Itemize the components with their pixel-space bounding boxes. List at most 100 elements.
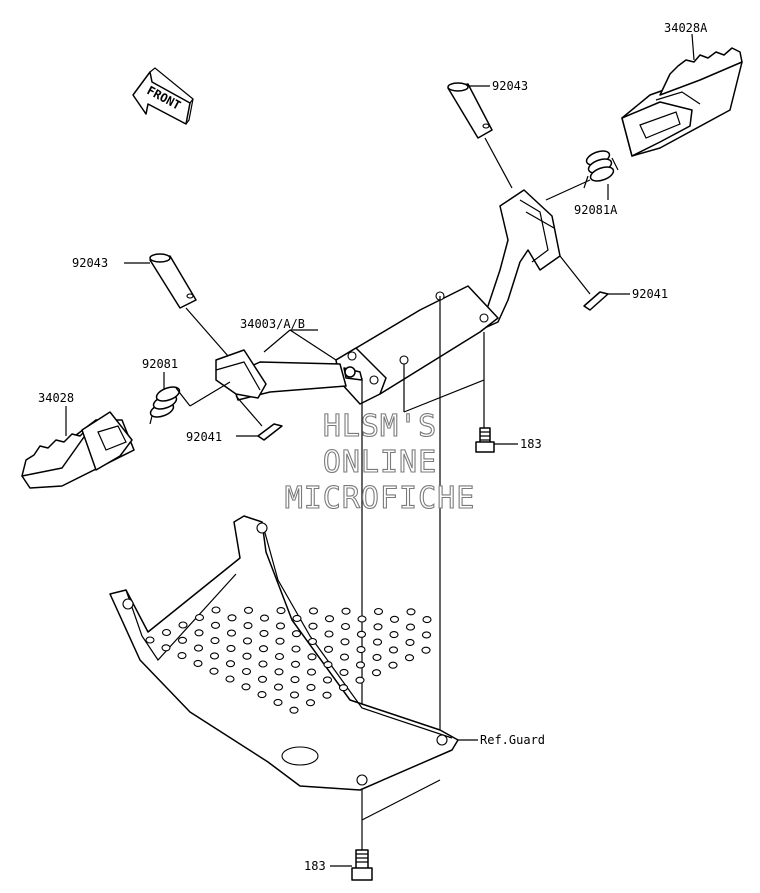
perforation-hole [404,654,415,662]
perforation-hole [145,636,155,644]
perforation-hole [274,652,285,661]
watermark-line-2: ONLINE [323,445,437,480]
pin-92043-left [149,253,197,309]
perforation-hole [193,659,203,667]
perforation-hole [226,629,237,637]
perforation-hole [177,636,188,644]
label-92081: 92081 [142,357,178,371]
perforation-hole [289,706,299,714]
perforation-hole [322,691,332,699]
perforation-hole [340,622,351,631]
perforation-hole [373,623,383,631]
footpeg-34028 [21,411,135,489]
perforation-hole [306,668,317,676]
perforation-hole [305,699,316,707]
perforation-hole [405,623,416,631]
perforation-hole [275,622,286,630]
perforation-hole [243,622,253,630]
perforation-hole [161,628,172,637]
perforation-hole [291,630,302,638]
perforation-hole [292,614,302,622]
label-92043-left: 92043 [72,256,108,270]
perforation-hole [257,691,267,699]
perforation-hole [210,621,221,629]
perforation-hole [307,637,318,646]
perforation-hole [421,631,432,639]
perforation-hole [258,645,269,653]
label-92041-right: 92041 [632,287,668,301]
perforation-hole [194,613,205,622]
label-183-lower: 183 [304,859,326,873]
perforation-hole [259,629,269,637]
perforation-hole [405,638,415,646]
perforation-hole [194,629,204,637]
perforation-hole [372,653,382,661]
perforation-hole [276,607,286,615]
perforation-hole [193,644,204,652]
perforation-hole [275,637,285,645]
perforation-hole [242,652,252,660]
perforation-hole [355,661,366,669]
perforation-hole [291,645,301,653]
perforation-hole [273,683,284,691]
perforation-hole [389,631,399,639]
perforation-hole [372,638,383,646]
perforation-hole [307,653,317,661]
label-92041-left: 92041 [186,430,222,444]
perforation-pattern [145,606,432,714]
perforation-hole [406,608,416,616]
label-34028: 34028 [38,391,74,405]
perforation-hole [241,683,251,691]
perforation-hole [226,644,236,652]
perforation-hole [210,637,220,645]
perforation-hole [161,644,171,652]
perforation-hole [177,652,187,660]
perforation-hole [371,669,382,677]
bolt-183-upper [475,427,495,453]
perforation-hole [289,691,300,699]
front-arrow-icon: FRONT [132,67,194,125]
perforation-hole [421,646,431,654]
perforation-hole [323,661,333,669]
footpeg-34028A [621,47,743,157]
perforation-hole [338,684,349,692]
perforation-hole [274,668,284,676]
perforation-hole [356,646,366,654]
perforation-hole [257,675,268,683]
spring-92081A [583,150,619,189]
perforation-hole [242,637,253,645]
watermark-line-3: MICROFICHE [285,481,476,516]
perforation-hole [306,683,316,691]
perforation-hole [209,652,220,660]
perforation-hole [290,676,300,684]
perforation-hole [322,676,333,684]
perforation-hole [308,622,318,630]
bracket-mount-left [215,349,267,399]
spring-92081 [149,386,191,425]
perforation-hole [243,606,254,614]
clip-92041-left [257,423,283,441]
perforation-hole [290,660,301,668]
perforation-hole [355,676,365,684]
perforation-hole [388,646,399,654]
perforation-hole [373,607,384,616]
perforation-hole [339,668,349,676]
perforation-hole [389,615,400,623]
perforation-hole [211,606,221,614]
perforation-hole [227,614,237,622]
perforation-hole [308,607,319,615]
perforation-hole [225,675,235,683]
guard-plate [109,515,459,791]
label-ref-guard: Ref.Guard [480,733,545,747]
perforation-hole [225,660,236,668]
perforation-hole [341,607,351,615]
perforation-hole [323,645,334,653]
perforation-hole [258,660,268,668]
perforation-hole [324,615,335,623]
perforation-hole [388,661,398,669]
perforation-hole [357,615,367,623]
bracket-34003 [229,189,561,405]
perforation-hole [273,698,283,706]
label-92043-top: 92043 [492,79,528,93]
